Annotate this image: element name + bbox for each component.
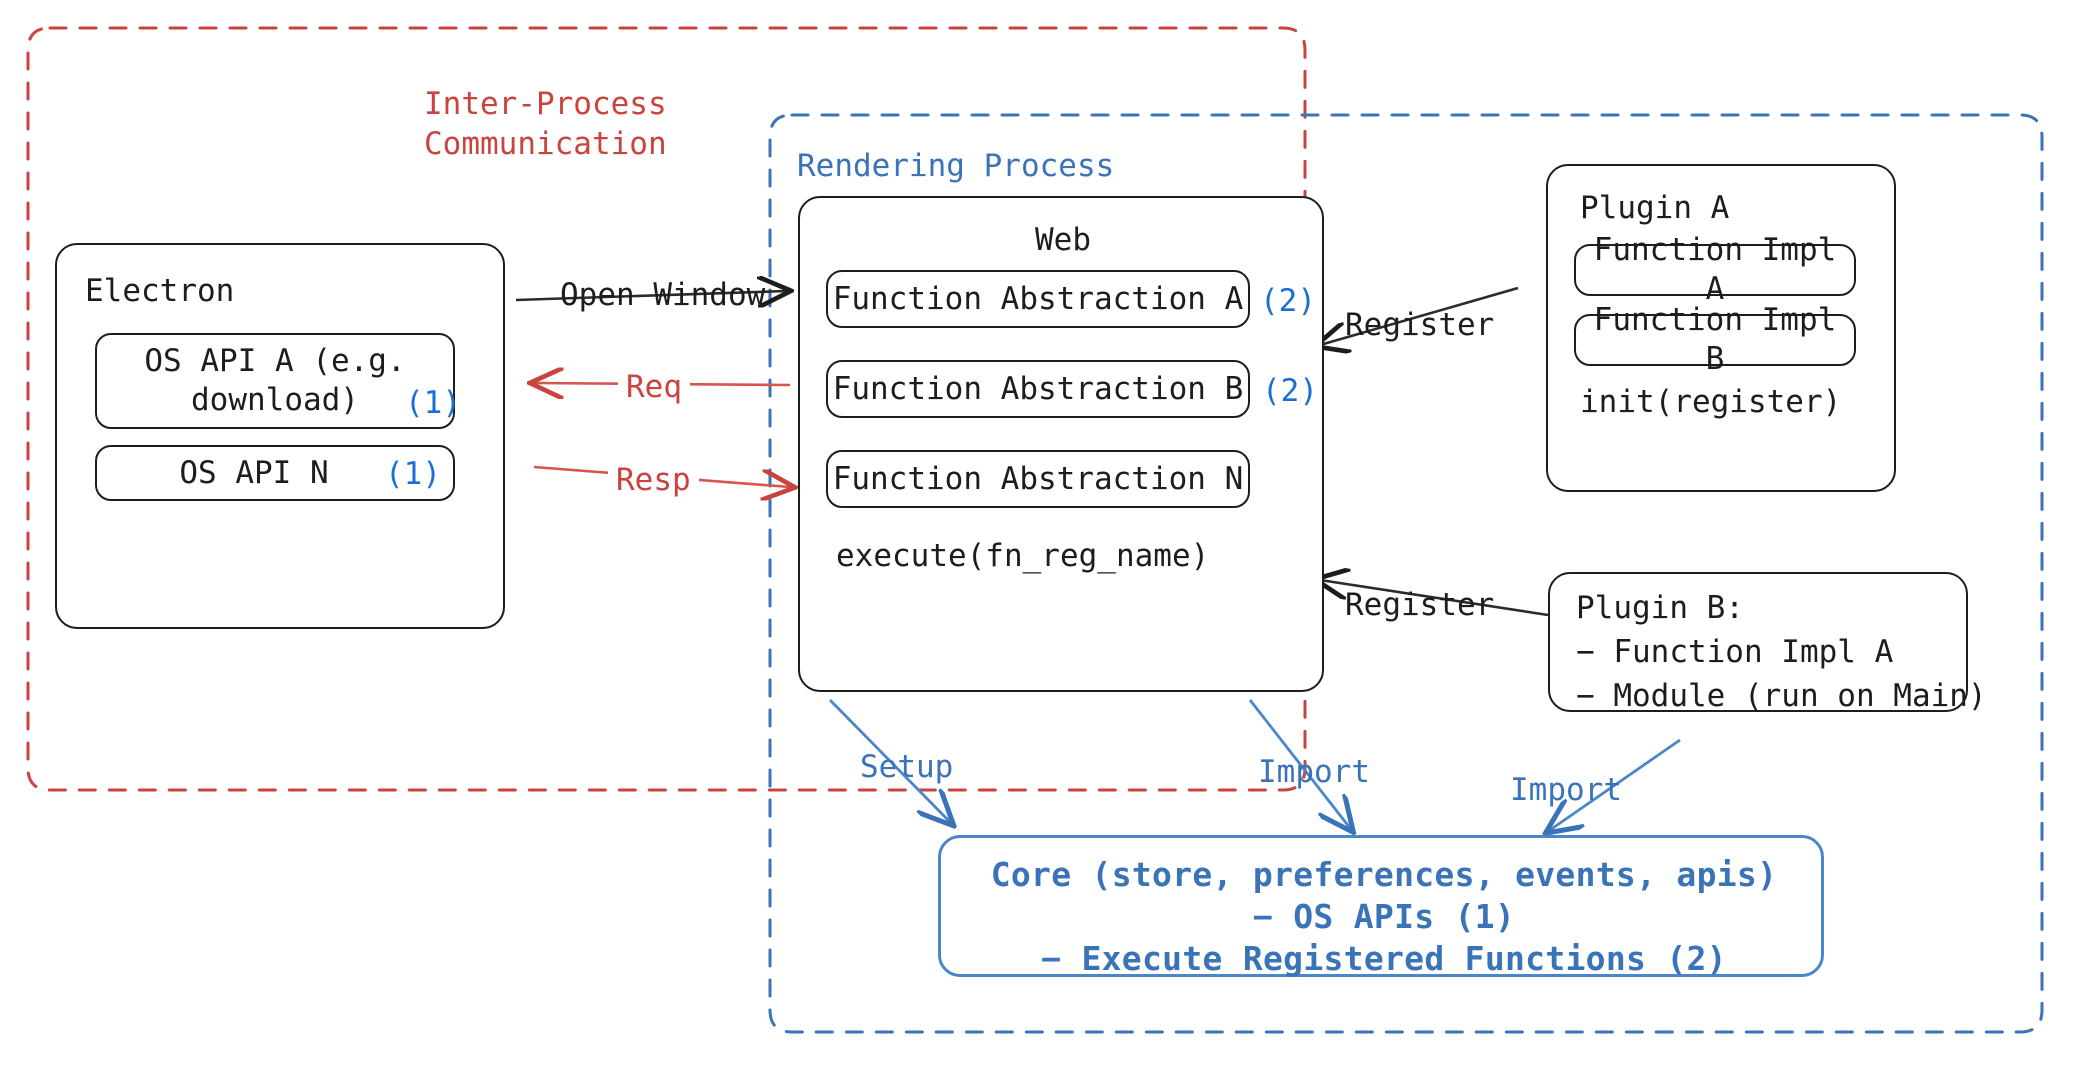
- function-abstraction-b-badge: (2): [1262, 373, 1318, 409]
- plugin-a-init-label: init(register): [1580, 384, 1842, 420]
- os-api-a-box[interactable]: OS API A (e.g. download): [95, 333, 455, 429]
- function-abstraction-a-label: Function Abstraction A: [832, 280, 1244, 317]
- function-abstraction-a-badge: (2): [1260, 283, 1316, 319]
- edge-label-import-plugin: Import: [1510, 772, 1622, 808]
- os-api-n-box[interactable]: OS API N: [95, 445, 455, 501]
- plugin-b-node[interactable]: Plugin B: − Function Impl A − Module (ru…: [1548, 572, 1987, 714]
- os-api-a-label: OS API A (e.g. download): [144, 343, 406, 418]
- function-abstraction-b-label: Function Abstraction B: [832, 370, 1244, 407]
- plugin-a-function-impl-b-label: Function Impl B: [1593, 302, 1837, 377]
- function-abstraction-b-box[interactable]: Function Abstraction B: [826, 360, 1250, 418]
- os-api-n-label: OS API N: [179, 454, 329, 491]
- ipc-boundary-label: Inter-Process Communication: [424, 86, 667, 163]
- edge-label-open-window: Open Window: [560, 277, 766, 313]
- web-title: Web: [1035, 222, 1091, 258]
- rendering-process-label: Rendering Process: [797, 148, 1115, 184]
- edge-label-resp: Resp: [608, 460, 699, 501]
- edge-label-setup: Setup: [860, 749, 954, 785]
- web-execute-label: execute(fn_reg_name): [836, 538, 1210, 574]
- edge-label-import-web: Import: [1258, 754, 1370, 790]
- core-line-2: − OS APIs (1): [1252, 897, 1516, 936]
- plugin-b-title: Plugin B:: [1576, 590, 1744, 626]
- edge-label-req: Req: [618, 367, 690, 408]
- plugin-a-node[interactable]: Plugin A Function Impl A Function Impl B…: [1546, 164, 1896, 492]
- plugin-b-line-1: − Function Impl A: [1576, 634, 1894, 670]
- plugin-b-line-2: − Module (run on Main): [1576, 678, 1987, 714]
- electron-node[interactable]: Electron OS API A (e.g. download) (1) OS…: [55, 243, 505, 629]
- os-api-a-badge: (1): [405, 385, 461, 421]
- plugin-a-function-impl-b-box[interactable]: Function Impl B: [1574, 302, 1856, 377]
- os-api-n-badge: (1): [385, 456, 441, 492]
- edge-label-register-b: Register: [1345, 587, 1495, 623]
- core-line-3: − Execute Registered Functions (2): [1041, 939, 1727, 978]
- function-abstraction-n-label: Function Abstraction N: [832, 460, 1244, 497]
- core-node[interactable]: Core (store, preferences, events, apis) …: [938, 835, 1824, 978]
- edge-label-register-a: Register: [1345, 307, 1495, 343]
- electron-title: Electron: [85, 273, 235, 309]
- plugin-a-title: Plugin A: [1580, 190, 1730, 226]
- core-line-1: Core (store, preferences, events, apis): [990, 855, 1778, 894]
- plugin-a-function-impl-a-box[interactable]: Function Impl A: [1574, 232, 1856, 307]
- function-abstraction-n-box[interactable]: Function Abstraction N: [826, 450, 1250, 508]
- plugin-a-function-impl-a-label: Function Impl A: [1593, 232, 1837, 307]
- function-abstraction-a-box[interactable]: Function Abstraction A: [826, 270, 1250, 328]
- web-node[interactable]: Web Function Abstraction A (2) Function …: [798, 196, 1324, 692]
